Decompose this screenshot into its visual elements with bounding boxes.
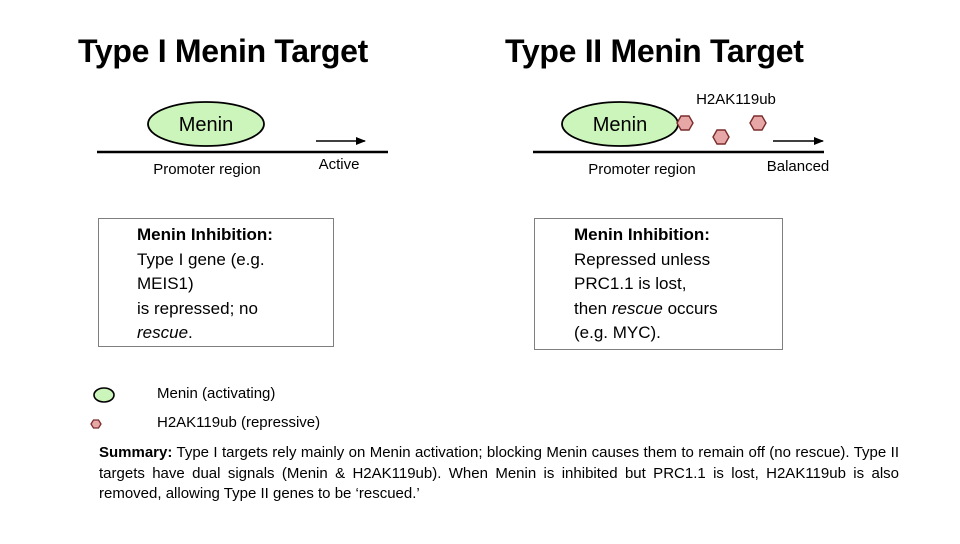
type1-box-line2: MEIS1): [137, 274, 194, 293]
type2-box-line3-end: occurs: [662, 298, 718, 318]
type1-menin-ellipse: [147, 101, 265, 147]
h2a-mark-hexagon-2: [712, 129, 730, 145]
type1-box-line4-end: .: [188, 323, 193, 342]
type2-box-rescue: rescue: [611, 298, 663, 318]
type2-box-line4: (e.g. MYC).: [574, 323, 661, 342]
legend-menin-label: Menin (activating): [157, 385, 276, 402]
type1-promoter-label: Promoter region: [153, 161, 261, 178]
type1-state-label: Active: [319, 156, 360, 173]
type1-title: Type I Menin Target: [78, 33, 369, 69]
type1-box-line1: Type I gene (e.g.: [137, 249, 265, 269]
type2-box-line2: PRC1.1 is lost,: [574, 274, 687, 293]
type2-mark-label: H2AK119ub: [696, 91, 776, 108]
legend-h2a-label: H2AK119ub (repressive): [157, 414, 321, 431]
summary-label: Summary:: [99, 444, 173, 461]
h2a-mark-hexagon-1: [676, 115, 694, 131]
type1-box-rescue: rescue: [137, 323, 189, 342]
type1-menin-label: Menin: [179, 114, 233, 136]
summary-paragraph: Summary: Type I targets rely mainly on M…: [99, 443, 899, 505]
type2-box-line3-start: then: [574, 298, 612, 318]
type1-box-heading: Menin Inhibition:: [137, 225, 273, 244]
h2a-mark-hexagon-3: [749, 115, 767, 131]
type2-menin-label: Menin: [593, 114, 647, 136]
type2-promoter-label: Promoter region: [588, 161, 696, 178]
legend-h2a-icon: [90, 419, 102, 429]
type2-box-line1: Repressed unless: [574, 249, 711, 269]
type1-inhibition-box: Menin Inhibition: Type I gene (e.g. MEIS…: [98, 218, 334, 347]
legend-menin-icon: [93, 387, 115, 403]
type1-box-line3: is repressed; no: [137, 298, 258, 318]
type2-state-label: Balanced: [767, 158, 830, 175]
type2-box-heading: Menin Inhibition:: [574, 225, 710, 244]
type2-title: Type II Menin Target: [505, 33, 804, 69]
type2-inhibition-box: Menin Inhibition: Repressed unless PRC1.…: [534, 218, 783, 350]
summary-text: Type I targets rely mainly on Menin acti…: [99, 444, 899, 502]
